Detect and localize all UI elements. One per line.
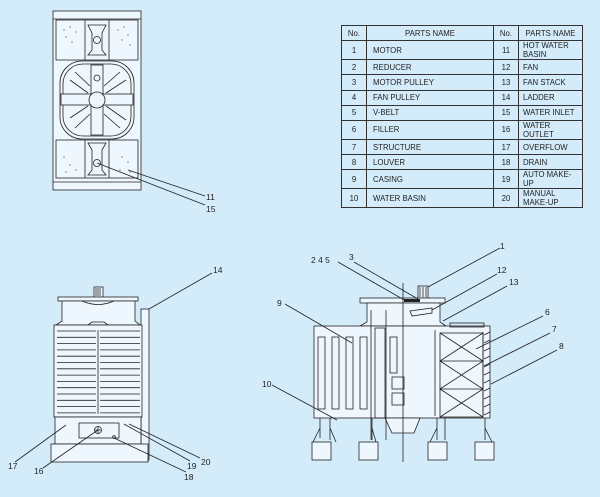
part-number: 15 <box>493 104 519 121</box>
plan-view: 11 15 <box>52 10 216 214</box>
part-name: AUTO MAKE-UP <box>518 169 583 190</box>
side-view: 1 2 4 5 3 12 13 6 7 8 9 10 <box>262 241 564 462</box>
part-number: 9 <box>341 169 367 190</box>
callout-6: 6 <box>545 307 550 317</box>
part-number: 18 <box>493 154 519 171</box>
part-number: 17 <box>493 138 519 156</box>
part-number: 16 <box>493 119 519 140</box>
part-name: STRUCTURE <box>366 138 494 156</box>
part-number: 12 <box>493 59 519 76</box>
callout-17: 17 <box>8 461 18 471</box>
part-number: 6 <box>341 119 367 140</box>
front-view: 14 17 16 18 19 20 <box>8 265 223 482</box>
part-number: 7 <box>341 138 367 156</box>
part-number: 19 <box>493 169 519 190</box>
part-name: MANUAL MAKE-UP <box>518 188 583 209</box>
part-number: 5 <box>341 104 367 121</box>
header-no: No. <box>341 24 367 42</box>
part-name: V-BELT <box>366 104 494 121</box>
header-parts-name-2: PARTS NAME <box>518 24 583 42</box>
callout-7: 7 <box>552 324 557 334</box>
part-name: CASING <box>366 169 494 190</box>
callout-8: 8 <box>559 341 564 351</box>
part-name: WATER BASIN <box>366 188 494 209</box>
callout-9: 9 <box>277 298 282 308</box>
callout-19: 19 <box>187 461 197 471</box>
callout-3: 3 <box>349 252 354 262</box>
callout-13: 13 <box>509 277 519 287</box>
parts-table-header: No. PARTS NAME No. PARTS NAME <box>341 24 583 42</box>
part-name: LOUVER <box>366 154 494 171</box>
callout-16: 16 <box>34 466 44 476</box>
part-name: FAN <box>518 59 583 76</box>
casing-panel <box>389 336 398 374</box>
part-name: FAN STACK <box>518 74 583 91</box>
part-name: MOTOR <box>366 40 494 61</box>
part-name: REDUCER <box>366 59 494 76</box>
callout-11: 11 <box>206 192 215 202</box>
part-name: LADDER <box>518 89 583 106</box>
part-number: 10 <box>341 188 367 209</box>
callout-2-4-5: 2 4 5 <box>311 255 330 265</box>
part-number: 13 <box>493 74 519 91</box>
casing-panels <box>317 336 398 410</box>
part-name: FILLER <box>366 119 494 140</box>
part-name: WATER INLET <box>518 104 583 121</box>
part-number: 1 <box>341 40 367 61</box>
callout-20: 20 <box>201 457 211 467</box>
part-number: 8 <box>341 154 367 171</box>
part-number: 4 <box>341 89 367 106</box>
header-parts-name: PARTS NAME <box>366 24 494 42</box>
callout-10: 10 <box>262 379 272 389</box>
part-number: 14 <box>493 89 519 106</box>
callout-15: 15 <box>206 204 216 214</box>
part-number: 2 <box>341 59 367 76</box>
callout-14: 14 <box>213 265 223 275</box>
casing-panel <box>331 336 340 410</box>
part-name: OVERFLOW <box>518 138 583 156</box>
part-number: 11 <box>493 40 519 61</box>
part-number: 3 <box>341 74 367 91</box>
callout-1: 1 <box>500 241 505 251</box>
part-name: DRAIN <box>518 154 583 171</box>
part-number: 20 <box>493 188 519 209</box>
casing-panel <box>359 336 368 410</box>
callout-12: 12 <box>497 265 507 275</box>
part-name: WATER OUTLET <box>518 119 583 140</box>
casing-panel <box>317 336 326 410</box>
part-name: MOTOR PULLEY <box>366 74 494 91</box>
callout-18: 18 <box>184 472 194 482</box>
casing-panel <box>345 336 354 410</box>
part-name: FAN PULLEY <box>366 89 494 106</box>
louver-panel <box>57 330 140 414</box>
header-no-2: No. <box>493 24 519 42</box>
part-name: HOT WATER BASIN <box>518 40 583 61</box>
